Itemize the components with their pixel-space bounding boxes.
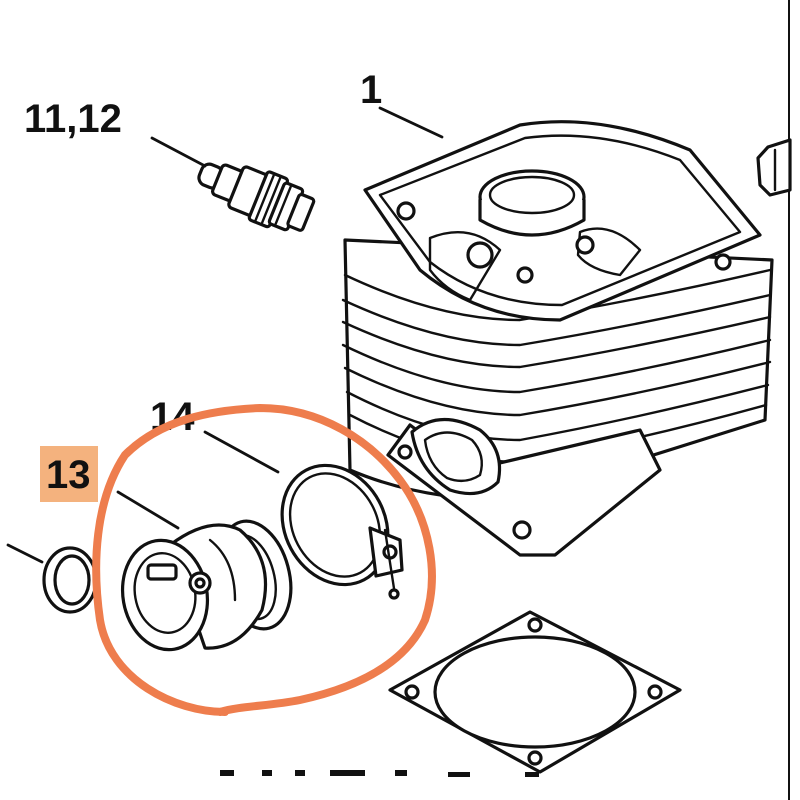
label-manifold: 13 xyxy=(46,453,91,497)
gasket xyxy=(388,610,682,774)
intake-manifold xyxy=(120,519,293,652)
leader-lines xyxy=(6,106,444,564)
cylinder xyxy=(341,120,774,557)
edge-plug xyxy=(756,138,792,197)
freehand-circle-marker xyxy=(92,404,436,716)
retaining-ring xyxy=(42,546,98,614)
label-plug: 11,12 xyxy=(24,97,122,141)
hose-clamp xyxy=(280,463,404,600)
spark-plug xyxy=(197,162,316,232)
highlight-box xyxy=(40,446,98,502)
cropped-bottom-text xyxy=(220,770,539,777)
label-cylinder: 1 xyxy=(360,68,382,112)
